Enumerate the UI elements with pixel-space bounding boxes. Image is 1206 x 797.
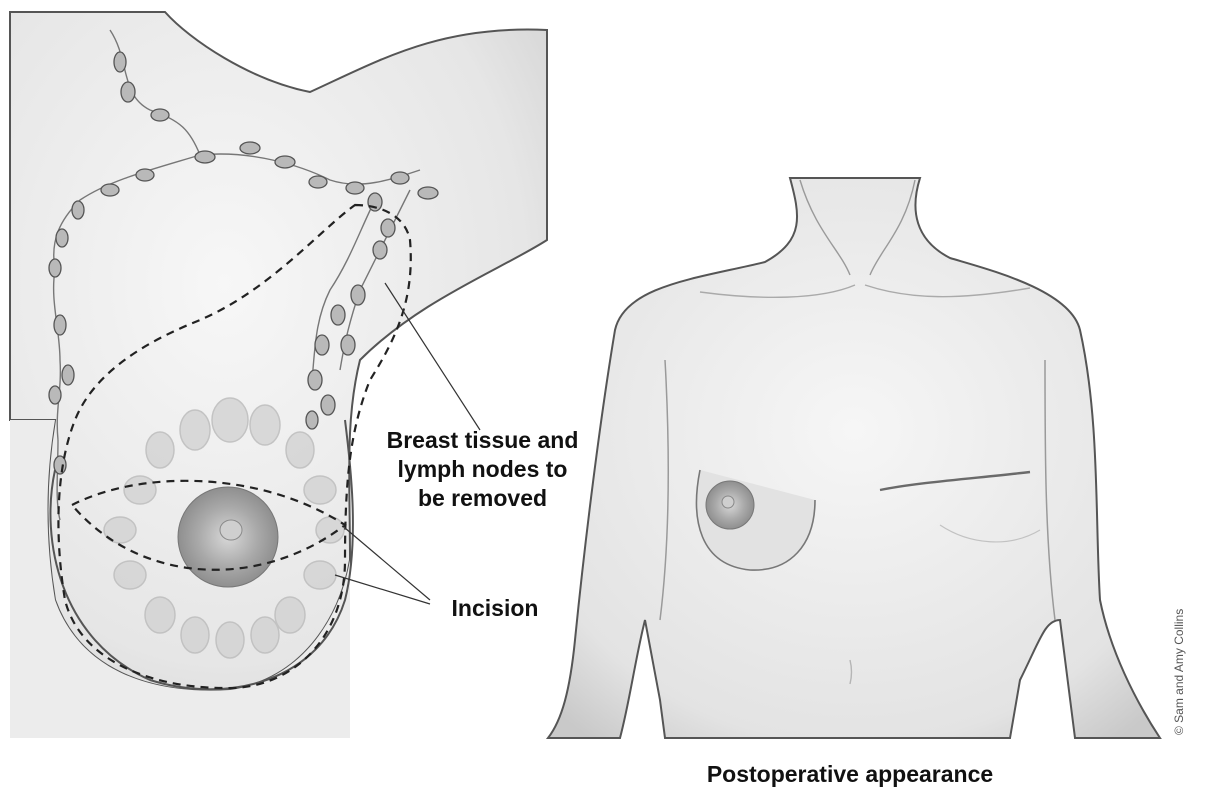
tissue-removal-label: Breast tissue and lymph nodes to be remo… bbox=[355, 426, 610, 512]
postop-nipple bbox=[722, 496, 734, 508]
copyright-credit: © Sam and Amy Collins bbox=[1172, 555, 1186, 735]
left-torso-skin bbox=[10, 12, 547, 691]
incision-label: Incision bbox=[420, 594, 570, 623]
nipple bbox=[220, 520, 242, 540]
left-panel-breast-closeup bbox=[10, 12, 547, 738]
tissue-label-line-1: Breast tissue and bbox=[355, 426, 610, 455]
postop-body bbox=[548, 178, 1160, 738]
postoperative-caption: Postoperative appearance bbox=[640, 760, 1060, 789]
right-panel-postoperative bbox=[548, 178, 1160, 738]
tissue-label-line-3: be removed bbox=[355, 484, 610, 513]
incision-leader-line-1 bbox=[345, 528, 430, 600]
tissue-label-line-2: lymph nodes to bbox=[355, 455, 610, 484]
